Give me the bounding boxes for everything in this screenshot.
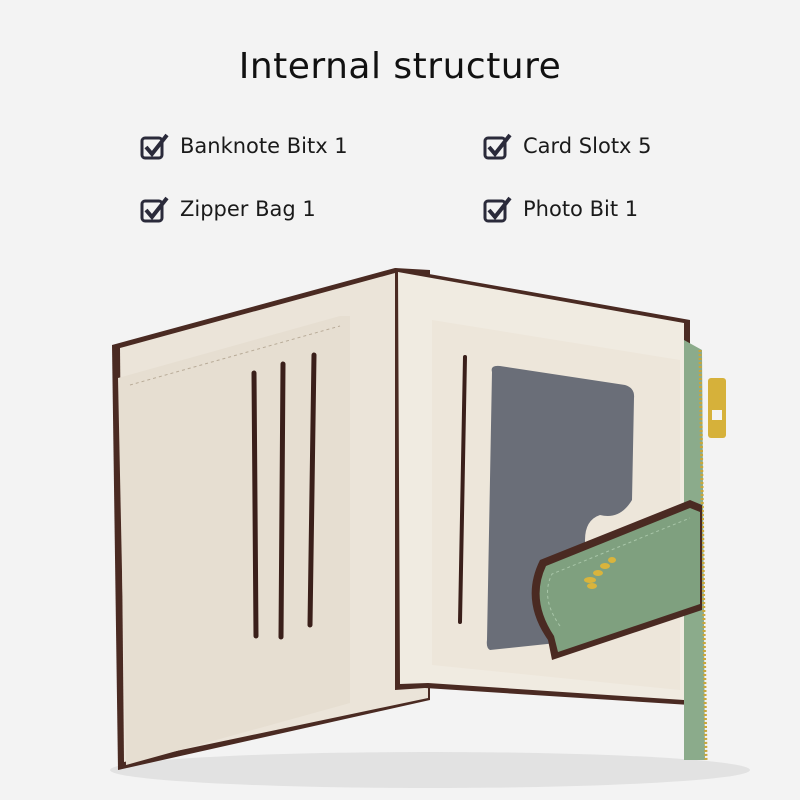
checkbox-checked-icon <box>140 195 169 223</box>
page-title: Internal structure <box>238 46 562 87</box>
feature-card-slot: Card Slotx 5 <box>483 132 652 160</box>
checkbox-checked-icon <box>140 132 169 160</box>
checkbox-checked-icon <box>483 195 512 223</box>
feature-label: Card Slotx 5 <box>523 134 652 158</box>
feature-label: Zipper Bag 1 <box>180 197 316 221</box>
checkbox-checked-icon <box>483 132 512 160</box>
wallet-product-image <box>110 268 750 788</box>
feature-label: Banknote Bitx 1 <box>180 134 348 158</box>
feature-banknote: Banknote Bitx 1 <box>140 132 348 160</box>
feature-label: Photo Bit 1 <box>523 197 639 221</box>
feature-zipper-bag: Zipper Bag 1 <box>140 195 316 223</box>
feature-photo-bit: Photo Bit 1 <box>483 195 638 223</box>
